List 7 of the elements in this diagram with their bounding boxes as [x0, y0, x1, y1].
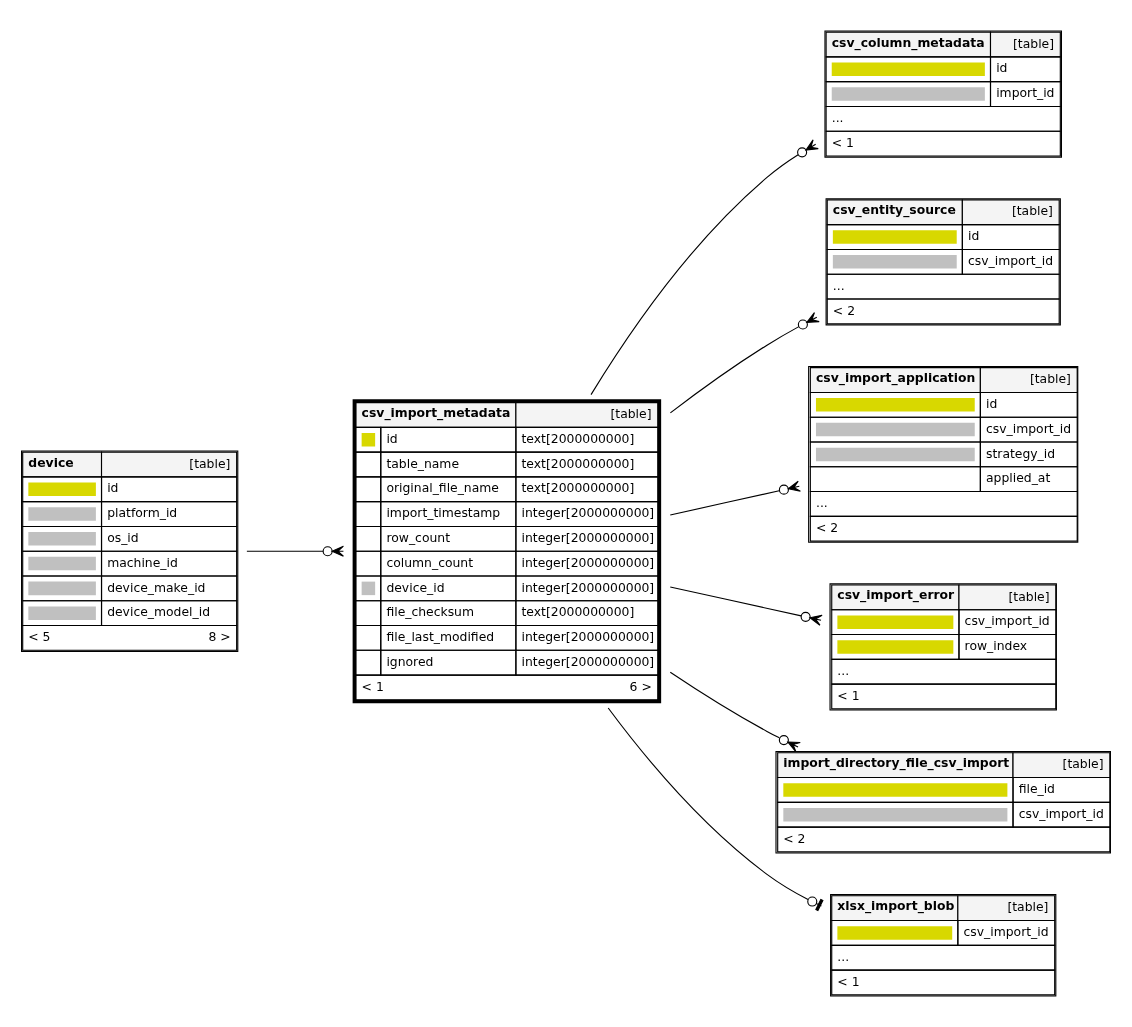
connector [669, 586, 823, 626]
connector [607, 707, 824, 912]
connector [246, 545, 344, 557]
connector [669, 671, 801, 753]
connector [669, 480, 801, 516]
connector [669, 312, 820, 414]
connector [590, 139, 819, 396]
